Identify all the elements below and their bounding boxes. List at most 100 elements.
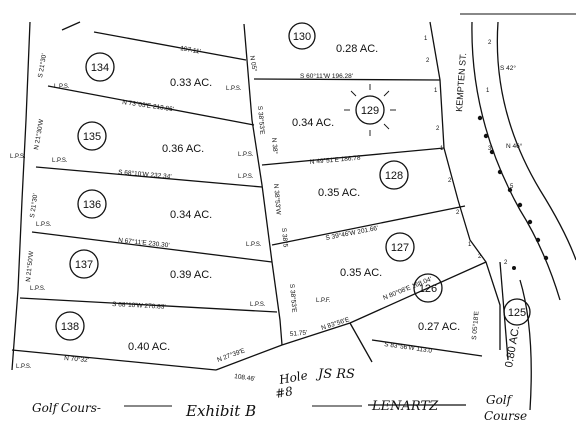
lot-acreage: 0.34 AC.	[170, 209, 212, 221]
bearing-label: S 21°30'	[36, 53, 48, 78]
lot-line-138-bottom	[11, 349, 217, 371]
lps-marker: L.P.S.	[36, 222, 52, 228]
lot-circle-138	[55, 311, 85, 341]
lps-marker: L.P.S.	[238, 174, 254, 180]
hole-note-label: Hole	[277, 368, 309, 387]
bearing-label: N 38°	[270, 137, 279, 154]
lot-number: 125	[508, 307, 526, 319]
bearing-label: S 38°53'E	[256, 105, 267, 135]
bearing-label: N 38°53'W	[272, 183, 283, 215]
svg-text:1: 1	[424, 36, 428, 42]
bearing-label: S 21°30'	[28, 193, 39, 218]
lps-marker: L.P.S.	[250, 302, 266, 308]
hole-note-initials: JS RS	[315, 367, 355, 382]
lps-marker: L.P.S.	[16, 364, 32, 370]
lot-line-126-left	[349, 322, 373, 363]
lps-marker: L.P.S.	[226, 86, 242, 92]
lot-line-134-135	[47, 85, 255, 126]
bearing-label: S 68°10'W 270.83'	[112, 300, 166, 311]
bearing-label: N 21°30'W	[32, 118, 45, 151]
bearing-label: S 42°	[500, 64, 516, 72]
bearing-label: S 38°5	[280, 227, 290, 248]
street-curb-line-3	[519, 279, 532, 411]
lot-number: 134	[91, 62, 109, 74]
lot-circle-137	[69, 249, 99, 279]
lot-number: 138	[61, 321, 79, 333]
lot-circle-125	[503, 298, 531, 326]
lot-line-128-127	[271, 205, 466, 246]
svg-text:1: 1	[440, 146, 444, 152]
svg-text:2: 2	[478, 254, 482, 260]
lot-acreage: 0.33 AC.	[170, 77, 212, 89]
svg-text:5: 5	[510, 184, 514, 190]
lps-marker: L.P.S.	[10, 154, 26, 160]
lps-marker: L.P.S.	[52, 158, 68, 164]
bearing-label: N 46°	[506, 142, 523, 150]
hole-note-number: #8	[274, 384, 294, 401]
lot-circle-134	[85, 52, 115, 82]
lot-line-138-corner	[215, 344, 283, 371]
lot-number: 126	[419, 283, 437, 295]
east-boundary-line	[429, 21, 501, 350]
lot-number: 137	[75, 259, 93, 271]
lot-acreage: 0.34 AC.	[292, 117, 334, 129]
footer-golf-course-right: Course	[484, 409, 527, 423]
left-boundary-line	[11, 21, 31, 371]
bearing-label: S 83°56'W 113.0	[384, 340, 433, 355]
bearing-label: S 60°11'W 196.28'	[300, 72, 353, 80]
bearing-label: S 39°46'W 201.66'	[325, 224, 379, 242]
bearing-label: N 67°11'E 230.30'	[118, 236, 170, 249]
lot-acreage: 0.39 AC.	[170, 269, 212, 281]
svg-text:2: 2	[488, 40, 492, 46]
lot-circle-135	[77, 121, 107, 151]
lot-circle-136	[77, 189, 107, 219]
lps-marker: L.P.S.	[54, 84, 70, 90]
lot-number: 130	[293, 31, 311, 43]
lot-line-127-126	[349, 261, 487, 324]
lot-line-134-upper	[93, 31, 247, 61]
exhibit-label: Exhibit B	[185, 402, 256, 420]
lot-acreage: 0.35 AC.	[340, 267, 382, 279]
lot-acreage: 0.36 AC.	[162, 143, 204, 155]
footer-golf-course-left: Golf Cours-	[32, 401, 101, 415]
lot-line-135-136	[35, 166, 263, 188]
street-name: KEMPTEN ST.	[454, 53, 468, 113]
bearing-label: N 70°32'	[64, 354, 89, 364]
bearing-label: S 38°53'E	[288, 283, 299, 313]
lot-circle-127	[385, 232, 415, 262]
svg-text:1: 1	[468, 242, 472, 248]
struck-name: LENARTZ	[371, 399, 439, 414]
lot-number: 129	[361, 105, 379, 117]
bearing-label: N 21°50'W	[24, 250, 35, 282]
lot-circle-128	[379, 160, 409, 190]
lot-line-134-top	[61, 21, 81, 31]
lot-circle-130	[288, 22, 316, 50]
lot-acreage: 0.35 AC.	[318, 187, 360, 199]
lps-marker: L.P.S.	[238, 152, 254, 158]
bearing-label: N 05°	[248, 55, 259, 73]
svg-text:2: 2	[436, 126, 440, 132]
lot-acreage: 0.40 AC.	[128, 341, 170, 353]
bearing-label: N 49°51'E 186.78'	[309, 153, 362, 166]
svg-text:2: 2	[426, 58, 430, 64]
lpf-marker: L.P.F.	[316, 298, 331, 304]
svg-text:1: 1	[434, 88, 438, 94]
lps-marker: L.P.S.	[246, 242, 262, 248]
bearing-label: N 83°56'E	[320, 315, 351, 332]
boundary-dots	[477, 115, 549, 270]
corner-digits: 1 2 1 2 1 2 2 1 2 2 1 3 5 2	[424, 36, 514, 266]
bearing-label: N 27°39'E	[216, 346, 247, 364]
lot-line-137-138	[19, 297, 278, 313]
svg-text:2: 2	[448, 178, 452, 184]
bearing-label: S 68°10'W 232.34'	[118, 168, 172, 181]
svg-text:2: 2	[456, 210, 460, 216]
lot-acreage: 0.27 AC.	[418, 321, 460, 333]
lot-line-126-bottom	[371, 339, 483, 357]
bearing-label: N 73°03'E 213.86'	[122, 98, 175, 113]
svg-text:3: 3	[488, 146, 492, 152]
lot-number: 127	[391, 242, 409, 254]
lot-circle-126	[413, 273, 443, 303]
lot-number: 128	[385, 170, 403, 182]
